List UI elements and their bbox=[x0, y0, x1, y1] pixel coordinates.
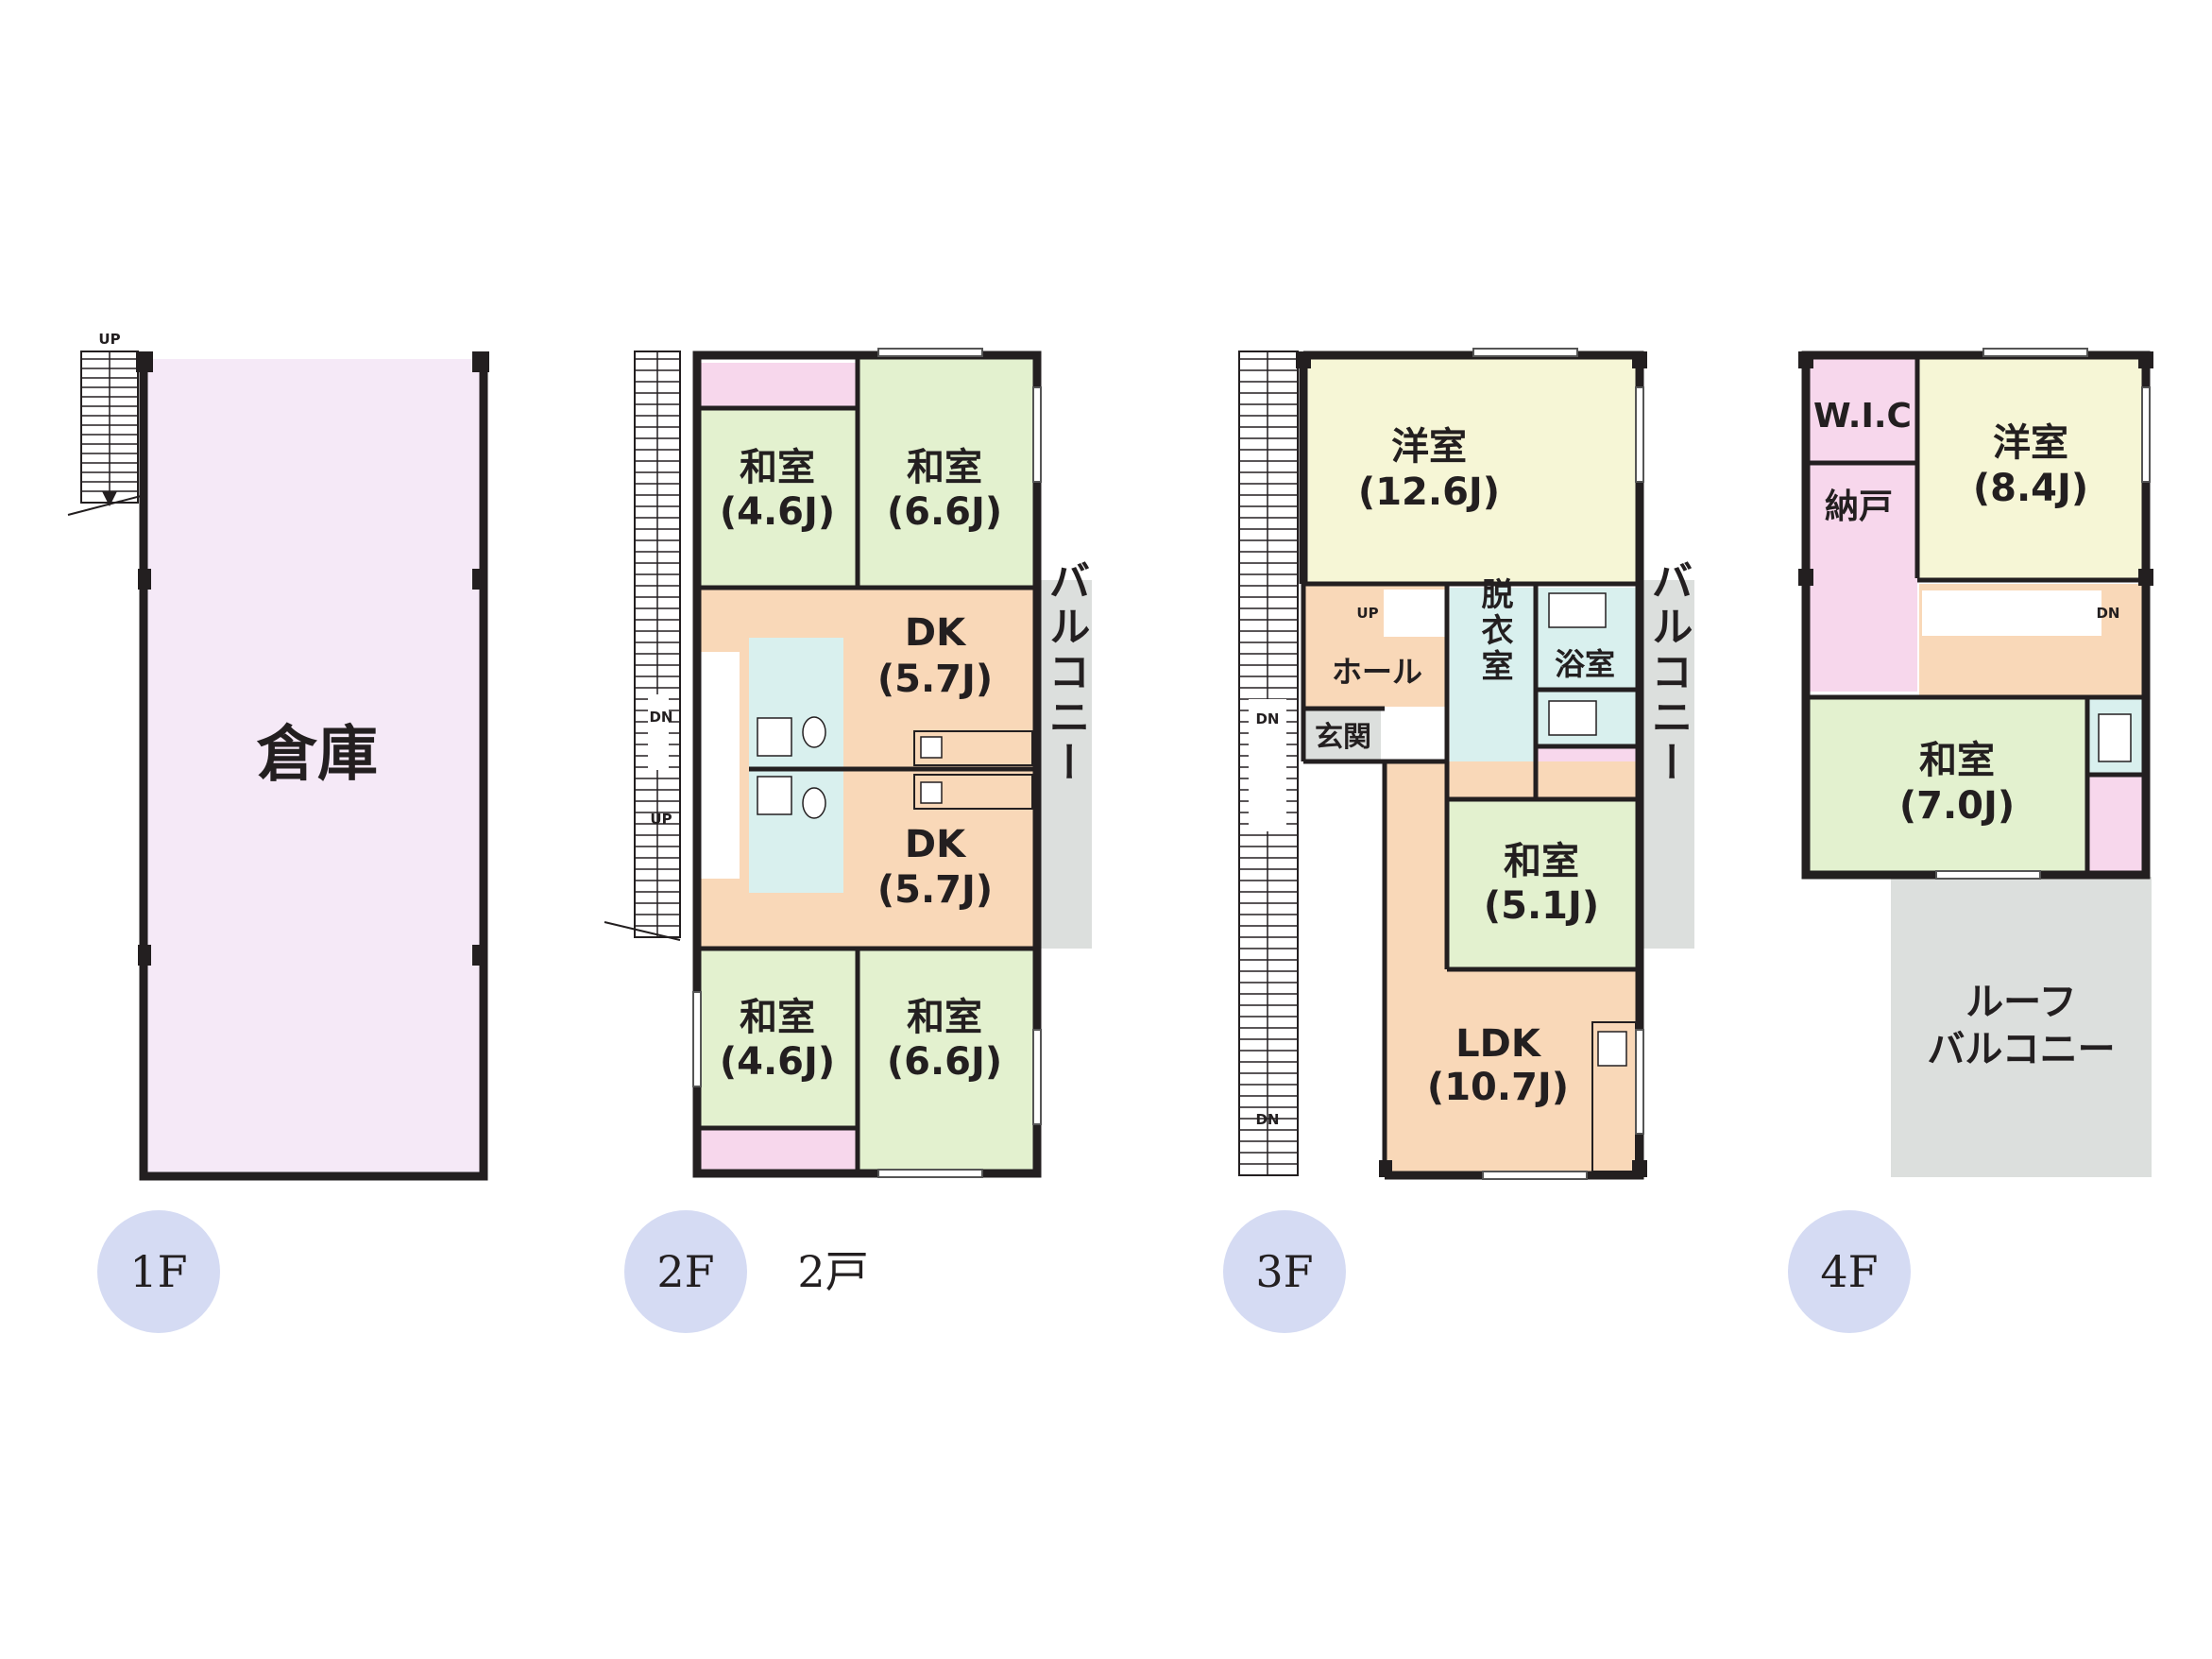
floor-note-2f: 2戸 bbox=[797, 1246, 868, 1297]
room-label-yoshitsu-4f: 洋室 bbox=[1993, 421, 2068, 465]
room-label-washitsu-bl: 和室 bbox=[740, 996, 815, 1039]
room-label-yokushitsu: 浴室 bbox=[1555, 646, 1615, 682]
room-size-washitsu-4f: (7.0J) bbox=[1899, 784, 2015, 828]
room-size-dk-bottom: (5.7J) bbox=[877, 868, 993, 912]
room-label-roof-1: ルーフ bbox=[1965, 981, 2077, 1024]
closet-4f bbox=[2089, 775, 2142, 875]
room-label-washitsu-3f: 和室 bbox=[1504, 840, 1579, 883]
room-warehouse bbox=[144, 359, 484, 1176]
room-label-washitsu-tl: 和室 bbox=[740, 446, 815, 489]
entry-area bbox=[697, 652, 740, 879]
stair-dn-label: DN bbox=[649, 709, 672, 726]
room-size-washitsu-br: (6.6J) bbox=[887, 1040, 1002, 1084]
room-size-washitsu-tl: (4.6J) bbox=[720, 490, 835, 534]
stair-1f: UP bbox=[67, 331, 167, 516]
floor-4: W.I.C 納戸 洋室 (8.4J) DN 和室 (7.0J) ルーフ バルコニ… bbox=[1788, 348, 2153, 1333]
floor-label-3f: 3F bbox=[1255, 1246, 1313, 1297]
room-size-washitsu-tr: (6.6J) bbox=[887, 490, 1002, 534]
stair-dn-label-1: DN bbox=[1255, 710, 1279, 727]
entry-corridor bbox=[1303, 760, 1383, 1175]
room-washitsu-top-left bbox=[697, 408, 858, 586]
room-size-dk-top: (5.7J) bbox=[877, 658, 993, 701]
room-label-roof-2: バルコニー bbox=[1927, 1028, 2115, 1071]
floor-3: DN DN bbox=[1223, 348, 1694, 1333]
room-label-yoshitsu-3f: 洋室 bbox=[1391, 425, 1467, 469]
stair-up-label-3f: UP bbox=[1356, 605, 1378, 622]
room-size-washitsu-bl: (4.6J) bbox=[720, 1040, 835, 1084]
room-label-wic: W.I.C bbox=[1813, 397, 1912, 436]
room-label-dk-top: DK bbox=[905, 611, 967, 655]
stair-up-label: UP bbox=[98, 331, 120, 348]
stair-up-label: UP bbox=[650, 811, 672, 828]
room-label-hall: ホール bbox=[1332, 654, 1422, 690]
balcony-label-2f: バルコニー bbox=[1042, 559, 1090, 786]
floor-2: DN UP bbox=[604, 348, 1092, 1333]
room-genkan bbox=[1303, 710, 1381, 760]
room-wic bbox=[1806, 359, 1917, 463]
floor-label-1f: 1F bbox=[129, 1246, 187, 1297]
room-washitsu-4f bbox=[1806, 699, 2089, 875]
closet-top-left bbox=[697, 363, 858, 408]
stair-dn-label-2: DN bbox=[1255, 1111, 1279, 1128]
room-label-washitsu-br: 和室 bbox=[907, 996, 982, 1039]
floor-1: UP 倉庫 1F bbox=[67, 331, 489, 1333]
floor-label-2f: 2F bbox=[656, 1246, 714, 1297]
room-label-ldk: LDK bbox=[1455, 1022, 1542, 1066]
floor-badge-3f bbox=[1223, 1210, 1346, 1333]
room-washitsu-3f bbox=[1447, 801, 1640, 969]
room-washitsu-bottom-left bbox=[697, 950, 858, 1128]
room-washitsu-top-right bbox=[859, 355, 1037, 586]
closet-bottom-left bbox=[697, 1128, 858, 1173]
floor-label-4f: 4F bbox=[1820, 1246, 1878, 1297]
floor-badge-4f bbox=[1788, 1210, 1911, 1333]
room-size-ldk: (10.7J) bbox=[1427, 1066, 1569, 1109]
room-roof-balcony bbox=[1891, 877, 2152, 1177]
room-label-nando: 納戸 bbox=[1825, 487, 1893, 526]
balcony-3f bbox=[1642, 580, 1694, 949]
balcony-label-3f: バルコニー bbox=[1644, 559, 1693, 786]
room-yoshitsu-4f bbox=[1919, 359, 2142, 582]
room-washitsu-bottom-right bbox=[859, 950, 1037, 1173]
room-label-warehouse: 倉庫 bbox=[256, 720, 378, 790]
room-label-dk-bottom: DK bbox=[905, 823, 967, 866]
room-size-washitsu-3f: (5.1J) bbox=[1484, 884, 1599, 928]
stair-dn-label-4f: DN bbox=[2096, 605, 2119, 622]
stair-2f: DN UP bbox=[604, 351, 681, 941]
room-label-washitsu-tr: 和室 bbox=[907, 446, 982, 489]
room-label-datsui: 脱衣室 bbox=[1475, 577, 1513, 685]
stair-inner-4f bbox=[1922, 590, 2101, 636]
room-size-yoshitsu-4f: (8.4J) bbox=[1973, 467, 2088, 510]
balcony-2f bbox=[1039, 580, 1092, 949]
floor-badge-1f bbox=[97, 1210, 220, 1333]
stair-3f: DN DN bbox=[1238, 351, 1299, 1176]
room-label-genkan: 玄関 bbox=[1315, 721, 1371, 754]
room-size-yoshitsu-3f: (12.6J) bbox=[1358, 470, 1500, 514]
room-yoshitsu bbox=[1303, 355, 1640, 584]
floor-badge-2f bbox=[624, 1210, 747, 1333]
room-label-washitsu-4f: 和室 bbox=[1919, 739, 1995, 782]
room-nando bbox=[1806, 465, 1917, 692]
